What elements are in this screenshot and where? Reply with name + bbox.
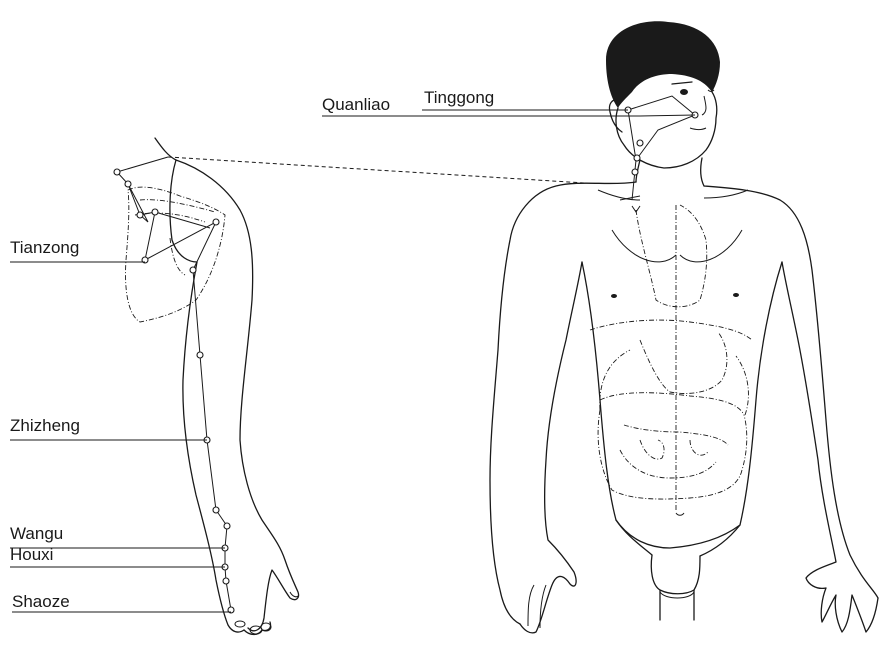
- acupoint-marker: [224, 523, 230, 529]
- acupoint-marker: [190, 267, 196, 273]
- meridian-connector-dashed: [168, 157, 585, 183]
- nipple-right: [733, 293, 739, 297]
- label-shaoze: Shaoze: [12, 592, 231, 612]
- label-tianzong: Tianzong: [10, 238, 145, 262]
- label-text-houxi: Houxi: [10, 545, 53, 564]
- hair-shape: [606, 21, 720, 108]
- acupoint-marker: [223, 578, 229, 584]
- label-text-zhizheng: Zhizheng: [10, 416, 80, 435]
- label-text-tianzong: Tianzong: [10, 238, 79, 257]
- label-text-quanliao: Quanliao: [322, 95, 390, 114]
- acupoint-marker: [152, 209, 158, 215]
- acupoint-marker: [213, 219, 219, 225]
- label-zhizheng: Zhizheng: [10, 416, 207, 440]
- acupoint-marker: [634, 155, 640, 161]
- acupoint-marker: [637, 140, 643, 146]
- acupoint-marker: [137, 212, 143, 218]
- label-text-tinggong: Tinggong: [424, 88, 494, 107]
- label-text-wangu: Wangu: [10, 524, 63, 543]
- acupoint-marker: [114, 169, 120, 175]
- internal-organs: [590, 205, 752, 510]
- acupoint-marker: [125, 181, 131, 187]
- torso-figure: [490, 21, 878, 633]
- label-quanliao: Quanliao: [322, 95, 695, 116]
- acupoint-marker: [213, 507, 219, 513]
- nipple-left: [611, 294, 617, 298]
- acupoint-marker: [197, 352, 203, 358]
- label-text-shaoze: Shaoze: [12, 592, 70, 611]
- label-tinggong: Tinggong: [422, 88, 628, 110]
- arm-figure: [114, 138, 299, 635]
- acupoint-marker: [632, 169, 638, 175]
